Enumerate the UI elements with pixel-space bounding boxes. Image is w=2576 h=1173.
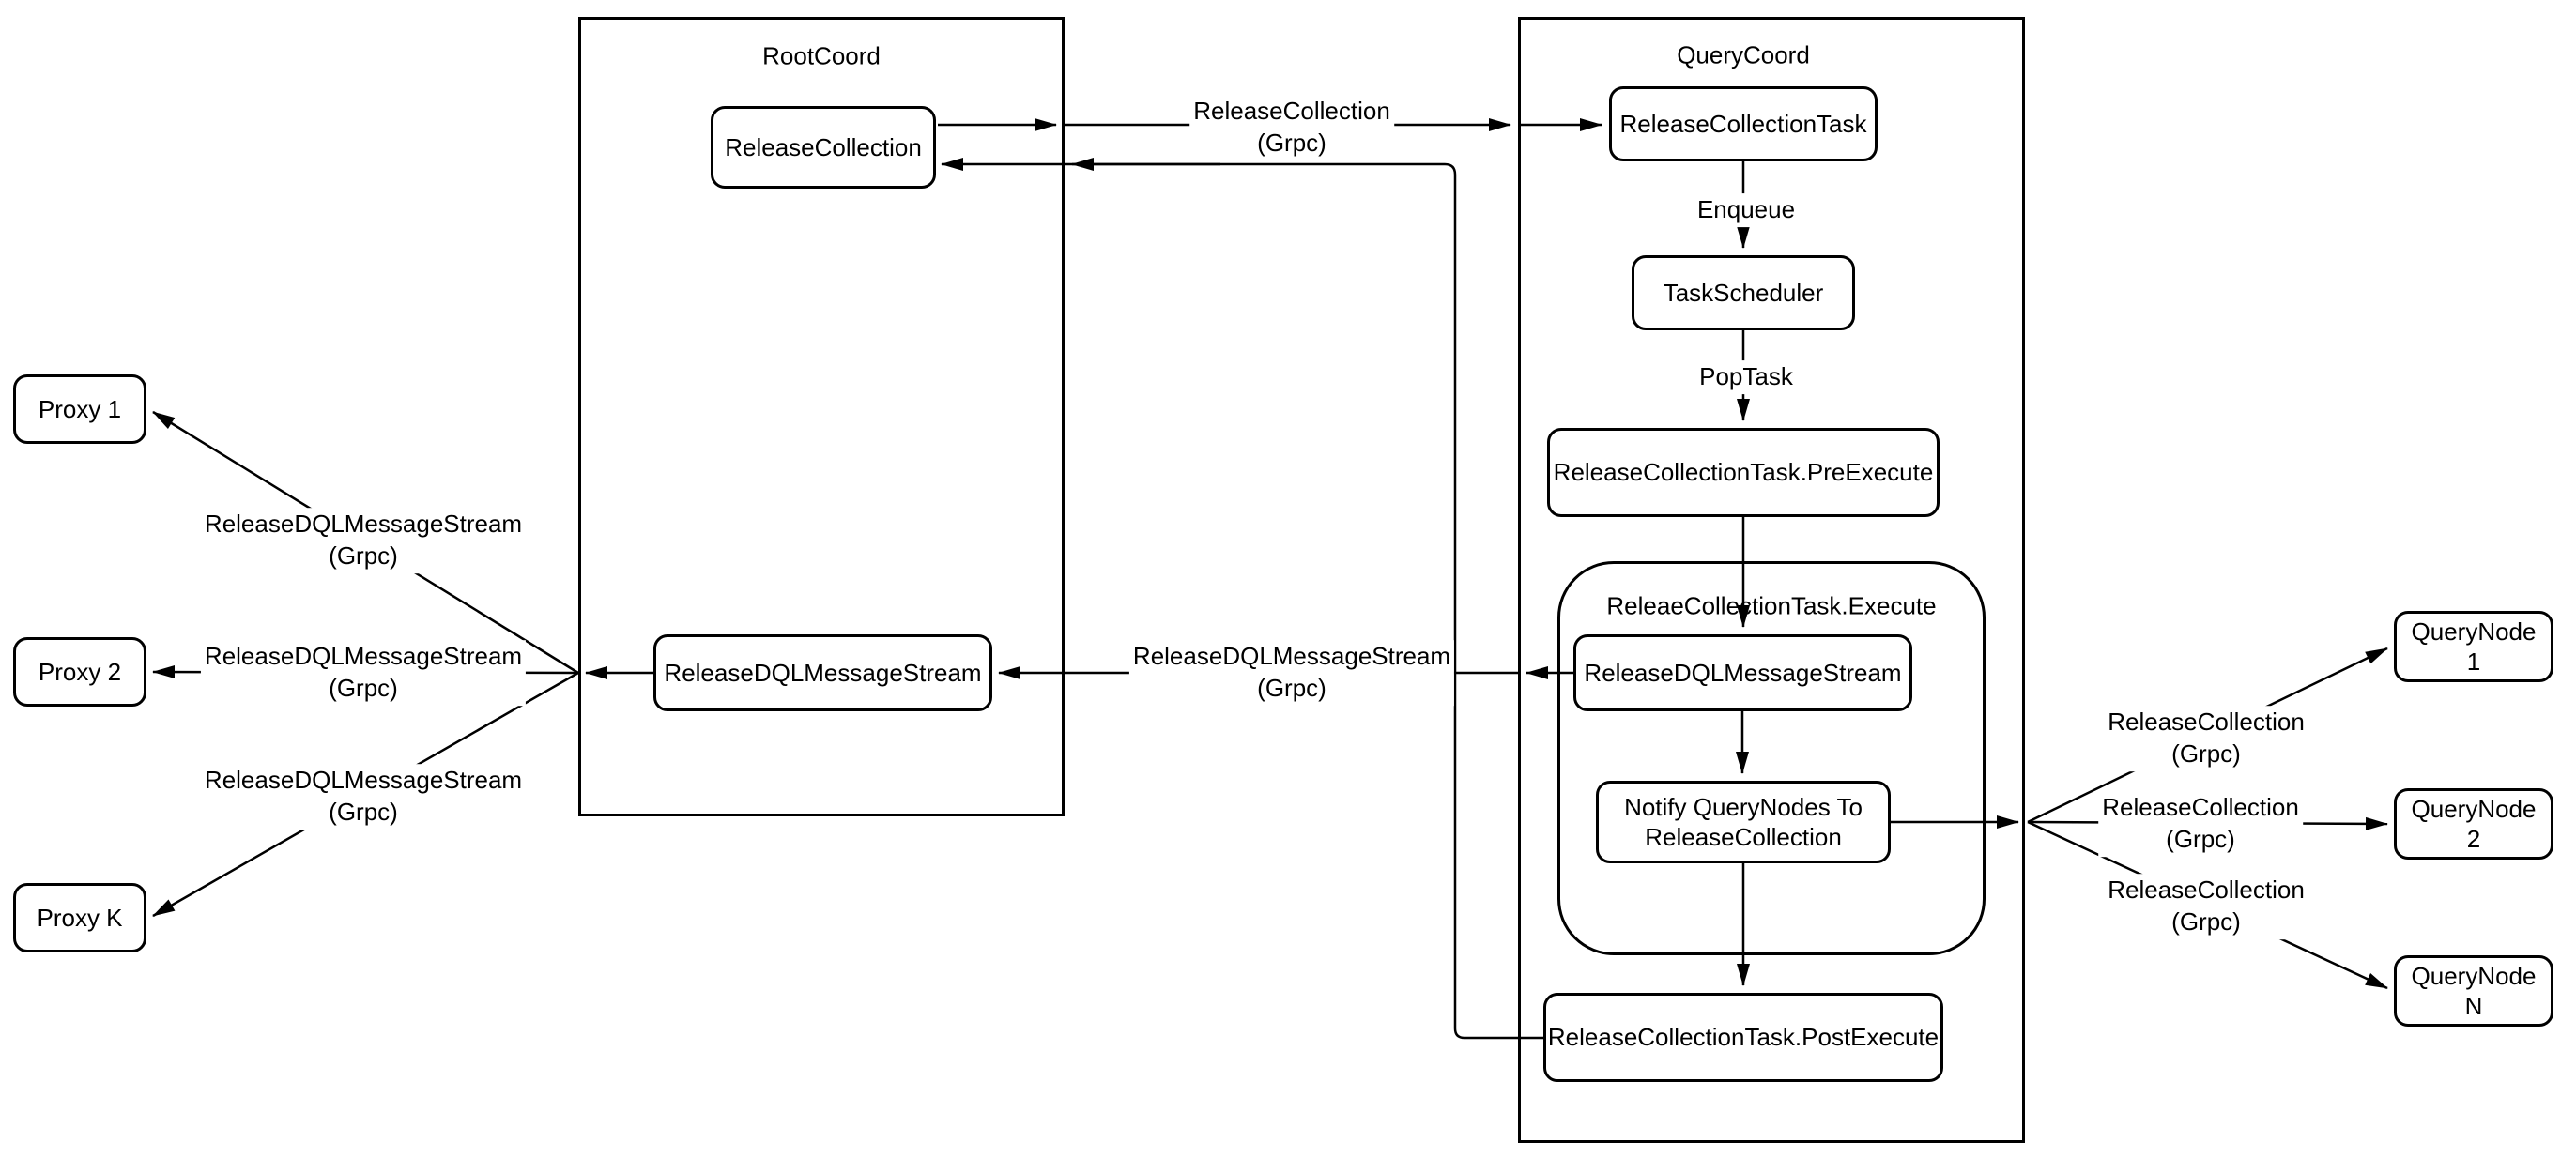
node-post-execute: ReleaseCollectionTask.PostExecute: [1543, 993, 1943, 1082]
execute-group-container: [1557, 561, 1986, 955]
node-proxy-k-label: Proxy K: [37, 903, 123, 932]
node-querynode-1: QueryNode 1: [2394, 611, 2553, 682]
node-release-collection-task-label: ReleaseCollectionTask: [1619, 109, 1867, 138]
node-root-release-dql: ReleaseDQLMessageStream: [653, 634, 992, 711]
node-notify-querynodes: Notify QueryNodes To ReleaseCollection: [1596, 781, 1891, 863]
rootcoord-title: RootCoord: [762, 41, 881, 70]
edge-label-enqueue: Enqueue: [1693, 193, 1800, 227]
node-querynode-1-label: QueryNode 1: [2411, 617, 2537, 677]
node-querynode-n-label: QueryNode N: [2411, 961, 2537, 1021]
node-query-release-dql: ReleaseDQLMessageStream: [1573, 634, 1912, 711]
node-query-release-dql-label: ReleaseDQLMessageStream: [1584, 658, 1902, 687]
edge-label-poptask-text: PopTask: [1699, 362, 1793, 391]
node-querynode-n: QueryNode N: [2394, 955, 2553, 1027]
node-proxy-2-label: Proxy 2: [38, 657, 122, 686]
edge-postexecute-return: [941, 158, 1543, 1040]
node-proxy-1: Proxy 1: [13, 374, 146, 444]
edge-label-poptask: PopTask: [1695, 360, 1797, 394]
node-notify-querynodes-label: Notify QueryNodes To ReleaseCollection: [1624, 792, 1863, 852]
node-release-collection-task: ReleaseCollectionTask: [1609, 86, 1878, 161]
edge-label-release-collection-top: ReleaseCollection (Grpc): [1189, 95, 1394, 160]
node-pre-execute: ReleaseCollectionTask.PreExecute: [1547, 428, 1940, 517]
node-task-scheduler: TaskScheduler: [1632, 255, 1855, 330]
edge-label-dql-mid: ReleaseDQLMessageStream (Grpc): [1128, 640, 1455, 706]
node-release-collection: ReleaseCollection: [711, 106, 936, 189]
querycoord-title: QueryCoord: [1677, 40, 1810, 69]
edge-label-dql-proxy1: ReleaseDQLMessageStream (Grpc): [200, 508, 527, 573]
node-querynode-2-label: QueryNode 2: [2411, 794, 2537, 854]
edge-label-enqueue-text: Enqueue: [1696, 195, 1796, 224]
edge-label-rc-qnn: ReleaseCollection (Grpc): [2104, 874, 2308, 939]
node-release-collection-label: ReleaseCollection: [725, 132, 922, 161]
edge-label-rc-qn2: ReleaseCollection (Grpc): [2098, 791, 2303, 857]
edge-label-rc-qn1: ReleaseCollection (Grpc): [2104, 706, 2308, 771]
node-task-scheduler-label: TaskScheduler: [1663, 278, 1824, 307]
rootcoord-container: [578, 17, 1065, 816]
execute-group-title: ReleaeCollectionTask.Execute: [1606, 591, 1937, 620]
node-proxy-2: Proxy 2: [13, 637, 146, 707]
node-root-release-dql-label: ReleaseDQLMessageStream: [664, 658, 982, 687]
node-pre-execute-label: ReleaseCollectionTask.PreExecute: [1553, 458, 1934, 487]
edge-label-dql-proxy2: ReleaseDQLMessageStream (Grpc): [200, 640, 527, 706]
node-proxy-1-label: Proxy 1: [38, 394, 122, 423]
node-querynode-2: QueryNode 2: [2394, 788, 2553, 860]
edge-label-dql-proxyk: ReleaseDQLMessageStream (Grpc): [200, 764, 527, 830]
node-proxy-k: Proxy K: [13, 883, 146, 952]
querycoord-container: [1518, 17, 2025, 1143]
node-post-execute-label: ReleaseCollectionTask.PostExecute: [1547, 1023, 1940, 1052]
